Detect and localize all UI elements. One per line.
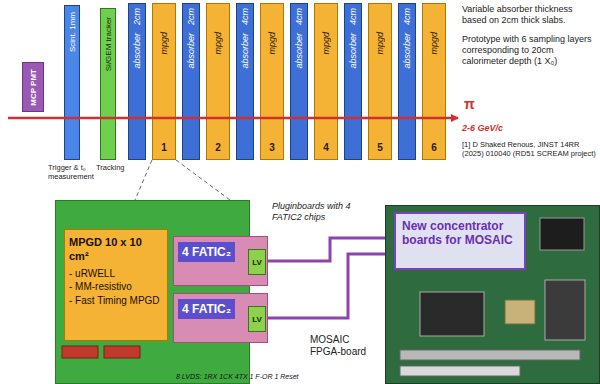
cable-connector (268, 238, 394, 261)
node-text: 4cm (348, 8, 358, 25)
note-label: 2-6 GeV/c (462, 123, 503, 134)
lv-box: LV (248, 306, 266, 332)
node-text: 1 (161, 142, 167, 153)
connector-symbol (400, 350, 580, 360)
absorber-slab: 2cm absorber (182, 3, 200, 160)
note-label: Tracking (96, 163, 128, 172)
node-text: LV (252, 258, 262, 267)
node-text: 4cm (402, 8, 412, 25)
connector-symbol (104, 346, 140, 358)
mpgd-layer: mpgd 4 (314, 3, 338, 160)
note-label: Trigger & t₀ measurement (48, 163, 100, 181)
fpga-board: MOSAIC FPGA-boardNew concentrator boards… (385, 205, 600, 384)
connector-symbol (62, 346, 98, 358)
node-text: absorber (348, 33, 358, 69)
plugin-board: 4 FATIC₂ LV (173, 293, 268, 343)
node-text: New concentrator boards for MOSAIC (402, 219, 518, 248)
beam-arrow (8, 117, 458, 120)
node-text: Si/GEM tracker (104, 17, 113, 71)
mpgd-layer: mpgd 1 (152, 3, 176, 160)
chip-symbol (545, 280, 585, 340)
node-text: 3 (269, 142, 275, 153)
node-text: mpgd (213, 32, 223, 55)
note-label: [1] D Shaked Renous, JINST 14RR (2025) 0… (462, 140, 596, 158)
note-label: Pluginboards with 4 FATIC2 chips (272, 201, 382, 223)
concentrator-box: New concentrator boards for MOSAIC (394, 212, 526, 270)
node-text: 2 (215, 142, 221, 153)
node-text: absorber (132, 33, 142, 69)
node-text: 4 (323, 142, 329, 153)
node-text: mpgd (375, 32, 385, 55)
node-text: mpgd (429, 32, 439, 55)
note-label: Variable absorber thickness based on 2cm… (462, 4, 596, 26)
node-text: 4 FATIC₂ (178, 242, 235, 262)
node-text: mpgd (159, 32, 169, 55)
node-text: absorber (402, 33, 412, 69)
absorber-slab: 2cm absorber (128, 3, 146, 160)
node-text: LV (252, 315, 262, 324)
mpgd-layer: mpgd 2 (206, 3, 230, 160)
chip-symbol (540, 218, 584, 250)
node-text: absorber (294, 33, 304, 69)
node-text: 8 LVDS: 1RX 1CK 4TX 1 F-OR 1 Reset (176, 373, 346, 380)
chip-symbol (505, 300, 535, 324)
zoom-connector (135, 160, 152, 200)
node-text: 2cm (186, 8, 196, 25)
node-text: 4 FATIC₂ (178, 299, 235, 319)
node-text: MCP PMT (29, 69, 38, 106)
tracker-bar: Si/GEM tracker (100, 8, 116, 160)
connector-symbol (400, 366, 520, 376)
node-text: mpgd (267, 32, 277, 55)
node-text: 6 (431, 142, 437, 153)
absorber-slab: 4cm absorber (398, 3, 416, 160)
scintillator-bar: Scint. 1mm (64, 5, 80, 160)
node-text: - MM-resistivo (69, 281, 163, 294)
mpgd-layer: mpgd 6 (422, 3, 446, 160)
mpgd-layer: mpgd 5 (368, 3, 392, 160)
node-text: 5 (377, 142, 383, 153)
node-text: 4cm (240, 8, 250, 25)
node-text: Scint. 1mm (68, 12, 77, 52)
chip-symbol (420, 292, 484, 336)
node-text: absorber (240, 33, 250, 69)
node-text: MOSAIC FPGA-board (310, 334, 380, 358)
node-text: absorber (186, 33, 196, 69)
node-text: mpgd (321, 32, 331, 55)
node-text: 2cm (132, 8, 142, 25)
node-text: 4cm (294, 8, 304, 25)
node-text: - Fast Timing MPGD (69, 295, 163, 308)
mpgd-layer: mpgd 3 (260, 3, 284, 160)
note-label: π (464, 96, 475, 113)
node-text: MPGD 10 x 10 cm² (69, 236, 163, 264)
zoom-connector (176, 160, 230, 200)
cable-connector (268, 254, 394, 318)
absorber-slab: 4cm absorber (290, 3, 308, 160)
note-label: Prototype with 6 sampling layers corresp… (462, 34, 596, 66)
absorber-slab: 4cm absorber (344, 3, 362, 160)
lv-box: LV (248, 249, 266, 275)
node-text: - uRWELL (69, 268, 163, 281)
plugin-board: 4 FATIC₂ LV (173, 236, 268, 286)
pmt-box: MCP PMT (22, 62, 44, 112)
detector-box: MPGD 10 x 10 cm² - uRWELL- MM-resistivo- … (64, 229, 168, 341)
readout-board: 8 LVDS: 1RX 1CK 4TX 1 F-OR 1 ResetMPGD 1… (55, 200, 250, 384)
absorber-slab: 4cm absorber (236, 3, 254, 160)
